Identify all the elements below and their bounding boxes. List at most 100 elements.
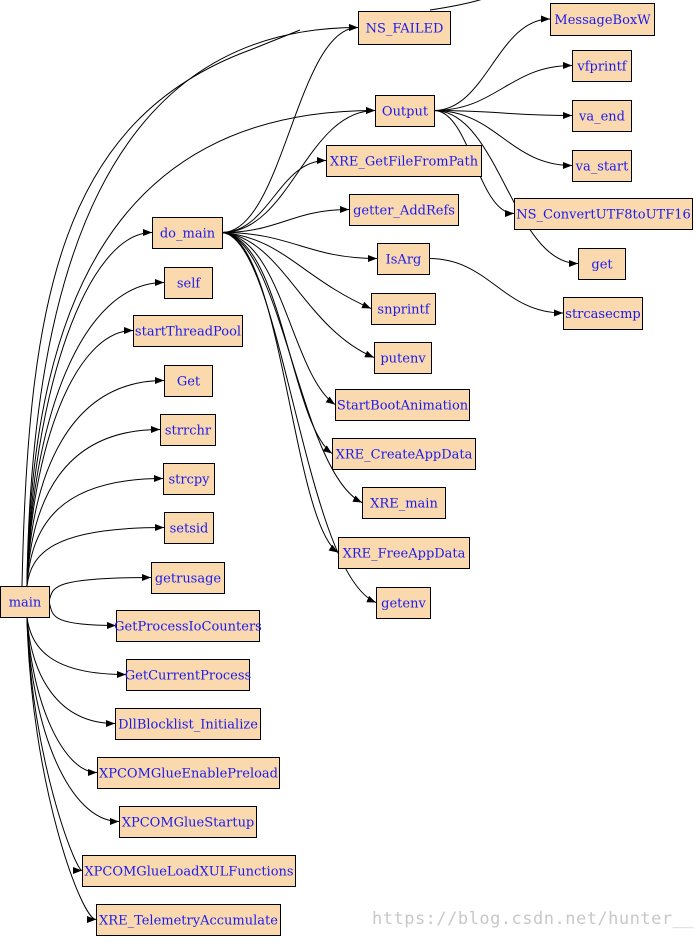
node-label: Output bbox=[382, 105, 429, 120]
node-label: Get bbox=[177, 375, 201, 390]
node-label: strcasecmp bbox=[565, 307, 640, 322]
node-box bbox=[371, 293, 436, 325]
edge-do-main-to-xre-freeappdata bbox=[221, 232, 339, 553]
node-box bbox=[362, 487, 446, 519]
edge-isarg-to-strcasecmp bbox=[428, 258, 564, 317]
node-box bbox=[126, 659, 250, 691]
node-box bbox=[119, 806, 257, 838]
node-box bbox=[563, 297, 643, 330]
node-label: XRE_CreateAppData bbox=[336, 448, 473, 463]
edge-output-to-messageboxw bbox=[433, 15, 551, 111]
node-box bbox=[550, 3, 655, 36]
node-getrusage[interactable]: getrusage bbox=[151, 562, 225, 594]
edge-main-to-get bbox=[26, 377, 165, 587]
node-strrchr[interactable]: strrchr bbox=[160, 414, 216, 446]
node-label: MessageBoxW bbox=[554, 13, 651, 28]
node-xpcomglueloadxulfunctions[interactable]: XPCOMGlueLoadXULFunctions bbox=[82, 855, 296, 887]
edge-do-main-to-putenv bbox=[221, 232, 375, 358]
node-strcpy[interactable]: strcpy bbox=[163, 463, 215, 495]
node-get[interactable]: get bbox=[578, 248, 626, 280]
node-box bbox=[164, 267, 213, 299]
node-xre-main[interactable]: XRE_main bbox=[362, 487, 446, 519]
edge-output-to-vfprintf bbox=[433, 62, 573, 111]
node-box bbox=[572, 100, 632, 132]
node-label: va_end bbox=[578, 110, 625, 125]
node-label: vfprintf bbox=[576, 60, 627, 75]
node-xre-telemetryaccumulate[interactable]: XRE_TelemetryAccumulate bbox=[96, 904, 281, 936]
node-xre-getfilefrompath[interactable]: XRE_GetFileFromPath bbox=[326, 145, 482, 177]
node-xre-createappdata[interactable]: XRE_CreateAppData bbox=[332, 438, 476, 470]
node-box bbox=[332, 438, 476, 470]
node-self[interactable]: self bbox=[164, 267, 213, 299]
node-box bbox=[335, 389, 470, 421]
node-xre-freeappdata[interactable]: XRE_FreeAppData bbox=[338, 537, 470, 569]
node-label: do_main bbox=[160, 227, 216, 242]
node-box bbox=[163, 463, 215, 495]
node-label: DllBlocklist_Initialize bbox=[118, 718, 258, 733]
node-getenv[interactable]: getenv bbox=[376, 587, 431, 619]
node-xpcomgluestartup[interactable]: XPCOMGlueStartup bbox=[119, 806, 257, 838]
node-messageboxw[interactable]: MessageBoxW bbox=[550, 3, 655, 36]
node-ns-failed[interactable]: NS_FAILED bbox=[358, 11, 451, 45]
node-box bbox=[97, 757, 280, 789]
node-getter-addrefs[interactable]: getter_AddRefs bbox=[349, 194, 459, 226]
node-startthreadpool[interactable]: startThreadPool bbox=[133, 315, 243, 347]
node-box bbox=[133, 315, 243, 347]
edge-main-to-getrusage bbox=[48, 574, 152, 602]
node-va-end[interactable]: va_end bbox=[572, 100, 632, 132]
node-label: XRE_GetFileFromPath bbox=[330, 155, 479, 170]
node-va-start[interactable]: va_start bbox=[572, 150, 632, 182]
node-do-main[interactable]: do_main bbox=[152, 217, 223, 249]
edge-main-to-xre-telemetryaccumulate bbox=[26, 616, 97, 923]
node-label: setsid bbox=[170, 522, 209, 537]
edge-main-to-output bbox=[26, 107, 376, 587]
node-box bbox=[0, 586, 50, 618]
node-vfprintf[interactable]: vfprintf bbox=[572, 50, 632, 82]
edge-output-to-va-end bbox=[433, 110, 573, 119]
node-box bbox=[578, 248, 626, 280]
edge-main-to-setsid bbox=[26, 524, 165, 587]
node-box bbox=[115, 708, 261, 740]
edge-do-main-to-isarg bbox=[221, 232, 378, 262]
edge-do-main-to-snprintf bbox=[221, 232, 372, 309]
node-label: startThreadPool bbox=[135, 325, 241, 340]
node-box bbox=[514, 198, 693, 230]
node-xpcomglueenablepreload[interactable]: XPCOMGlueEnablePreload bbox=[97, 757, 280, 789]
node-snprintf[interactable]: snprintf bbox=[371, 293, 436, 325]
edge-main-to-startthreadpool bbox=[26, 327, 134, 587]
node-startbootanimation[interactable]: StartBootAnimation bbox=[335, 389, 470, 421]
graph-edges bbox=[21, 0, 579, 923]
node-main[interactable]: main bbox=[0, 586, 50, 618]
node-label: XRE_TelemetryAccumulate bbox=[99, 914, 278, 929]
node-label: XPCOMGlueEnablePreload bbox=[99, 767, 278, 782]
node-strcasecmp[interactable]: strcasecmp bbox=[563, 297, 643, 330]
edge-do-main-to-getenv bbox=[221, 232, 377, 603]
node-dllblocklist-initialize[interactable]: DllBlocklist_Initialize bbox=[115, 708, 261, 740]
node-box bbox=[151, 562, 225, 594]
node-putenv[interactable]: putenv bbox=[374, 342, 432, 374]
edge-do-main-to-getter-addrefs bbox=[221, 206, 350, 233]
edge-main-to-dllblocklist-initialize bbox=[26, 616, 116, 727]
node-label: XPCOMGlueStartup bbox=[122, 816, 255, 831]
node-getcurrentprocess[interactable]: GetCurrentProcess bbox=[125, 659, 251, 691]
edge-main-to-do-main bbox=[26, 229, 153, 587]
edge-main-to-self bbox=[26, 279, 165, 587]
node-box bbox=[572, 50, 632, 82]
node-box bbox=[164, 512, 214, 544]
node-label: get bbox=[591, 258, 613, 273]
edge-do-main-to-xre-getfilefrompath bbox=[221, 157, 327, 233]
node-box bbox=[152, 217, 223, 249]
edge-do-main-to-output bbox=[221, 107, 376, 233]
node-getprocessiocounters[interactable]: GetProcessIoCounters bbox=[114, 610, 262, 642]
node-get[interactable]: Get bbox=[164, 365, 213, 397]
node-setsid[interactable]: setsid bbox=[164, 512, 214, 544]
edge-do-main-to-xre-createappdata bbox=[221, 232, 333, 454]
node-ns-convertutf8toutf16[interactable]: NS_ConvertUTF8toUTF16 bbox=[514, 198, 693, 230]
node-output[interactable]: Output bbox=[375, 95, 435, 127]
node-label: strrchr bbox=[165, 424, 212, 439]
node-isarg[interactable]: IsArg bbox=[377, 243, 430, 275]
node-box bbox=[82, 855, 296, 887]
node-box bbox=[164, 365, 213, 397]
